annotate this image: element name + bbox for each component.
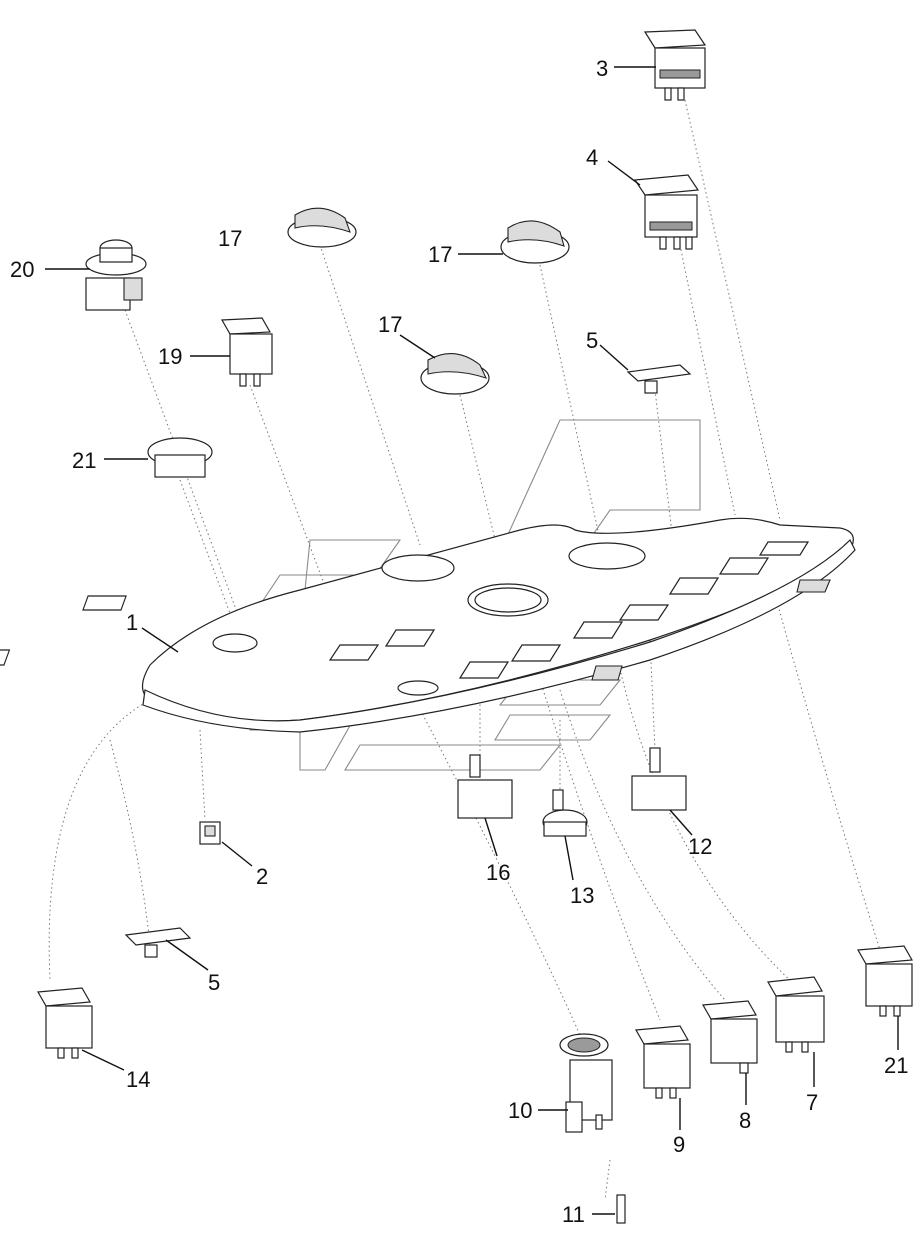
callout-21: 21 — [884, 1053, 908, 1078]
callout-20: 21 — [72, 448, 96, 473]
rocker-switch-part-9 — [635, 1025, 691, 1099]
callout-10: 10 — [508, 1098, 532, 1123]
cigarette-lighter-part-10 — [559, 1033, 613, 1133]
leader-lines — [45, 66, 899, 1215]
rocker-switch-part-14 — [37, 987, 93, 1059]
rocker-switch-part-4 — [633, 174, 700, 250]
callout-17-center: 17 — [378, 312, 402, 337]
callout-3: 3 — [596, 56, 608, 81]
callout-5-bottom: 5 — [208, 970, 220, 995]
blank-plug-part-5-top — [626, 364, 692, 394]
callout-labels: 3 4 17 17 20 17 5 19 21 1 2 16 13 12 5 1… — [10, 56, 908, 1227]
rotary-switch-part-12 — [631, 747, 687, 811]
callout-19: 20 — [10, 257, 34, 282]
callout-5-top: 5 — [586, 328, 598, 353]
callout-17-right: 17 — [428, 242, 452, 267]
blank-cap-part-20 — [147, 437, 213, 478]
potentiometer-part-13 — [542, 789, 588, 837]
callout-18: 19 — [158, 344, 182, 369]
callout-14: 14 — [126, 1067, 150, 1092]
callout-4: 4 — [586, 145, 598, 170]
callout-8: 8 — [739, 1108, 751, 1133]
rotary-knob-part-17-center — [420, 353, 490, 395]
callout-9: 9 — [673, 1132, 685, 1157]
push-button-part-19 — [85, 239, 147, 311]
blank-plug-part-5-bottom — [124, 927, 192, 958]
callout-17-left: 17 — [218, 226, 242, 251]
callout-12: 12 — [688, 834, 712, 859]
rotary-switch-part-16 — [457, 754, 513, 819]
fuse-part-11 — [616, 1194, 626, 1224]
callout-1: 1 — [126, 610, 138, 635]
instrument-panel — [0, 517, 856, 733]
callout-2: 2 — [256, 864, 268, 889]
rocker-switch-part-3 — [643, 29, 707, 101]
rotary-knob-part-17-right — [500, 220, 570, 264]
rocker-switch-part-7 — [767, 976, 825, 1053]
rocker-switch-part-18 — [220, 317, 273, 387]
callout-7: 7 — [806, 1090, 818, 1115]
callout-16: 16 — [486, 860, 510, 885]
rocker-switch-part-8 — [702, 1000, 758, 1074]
callout-13: 13 — [570, 883, 594, 908]
clip-part-2 — [199, 821, 221, 845]
rotary-knob-part-17-left — [287, 207, 357, 248]
callout-11: 11 — [562, 1202, 585, 1227]
rocker-switch-part-21 — [857, 945, 913, 1017]
